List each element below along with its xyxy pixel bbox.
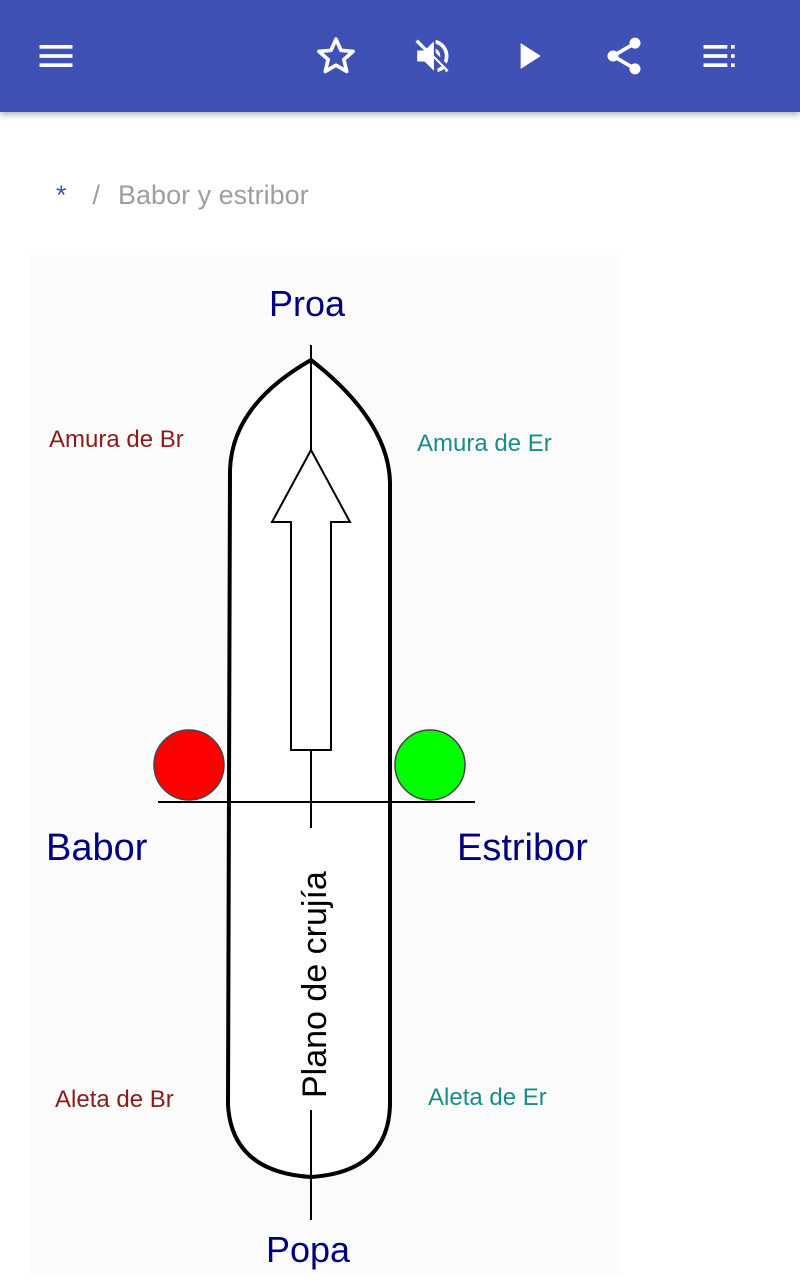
play-button[interactable] bbox=[496, 24, 560, 88]
toc-button[interactable] bbox=[688, 24, 752, 88]
favorite-button[interactable] bbox=[304, 24, 368, 88]
play-icon bbox=[520, 43, 541, 69]
breadcrumb: * / Babor y estribor bbox=[56, 180, 309, 211]
port-light bbox=[153, 729, 225, 801]
share-button[interactable] bbox=[592, 24, 656, 88]
list-icon bbox=[703, 45, 735, 67]
starboard-light bbox=[394, 729, 466, 801]
menu-icon bbox=[39, 45, 73, 67]
label-port-quarter: Aleta de Br bbox=[55, 1086, 174, 1113]
breadcrumb-separator: / bbox=[92, 180, 101, 210]
breadcrumb-home[interactable]: * bbox=[56, 180, 67, 210]
menu-button[interactable] bbox=[24, 24, 88, 88]
share-icon bbox=[607, 37, 641, 75]
centerline-label-band bbox=[282, 828, 340, 1110]
label-bow: Proa bbox=[269, 283, 346, 324]
label-stern: Popa bbox=[266, 1229, 351, 1270]
label-port-bow: Amura de Br bbox=[49, 426, 184, 453]
label-port: Babor bbox=[46, 827, 148, 869]
volume-off-icon bbox=[415, 39, 449, 73]
mute-button[interactable] bbox=[400, 24, 464, 88]
label-centerline-plane: Plano de crujía bbox=[296, 871, 334, 1098]
port-starboard-diagram: Proa Popa Babor Estribor Amura de Br Amu… bbox=[30, 255, 620, 1275]
label-starboard: Estribor bbox=[457, 827, 588, 869]
label-starboard-bow: Amura de Er bbox=[417, 430, 552, 457]
app-bar bbox=[0, 0, 800, 112]
heading-arrow bbox=[270, 447, 352, 751]
star-outline-icon bbox=[317, 37, 355, 74]
breadcrumb-current: Babor y estribor bbox=[118, 180, 309, 210]
label-starboard-quarter: Aleta de Er bbox=[428, 1084, 547, 1111]
